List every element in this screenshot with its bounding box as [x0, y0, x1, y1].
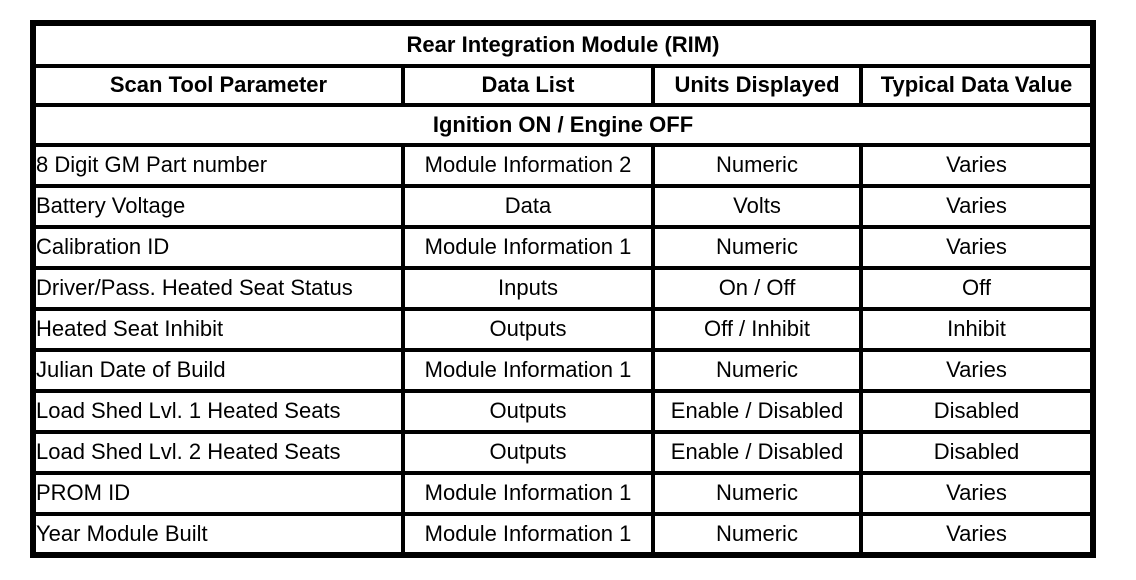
table-cell: Varies	[859, 225, 1095, 270]
table-cell: Module Information 2	[401, 143, 655, 188]
table-cell: Numeric	[651, 471, 863, 516]
table-cell: Module Information 1	[401, 471, 655, 516]
table-cell: Enable / Disabled	[651, 430, 863, 475]
table-cell: 8 Digit GM Part number	[31, 143, 405, 188]
table-header-row: Scan Tool Parameter Data List Units Disp…	[31, 64, 1095, 107]
table-cell: Numeric	[651, 348, 863, 393]
table-cell: Numeric	[651, 512, 863, 557]
column-header-scan-tool-parameter: Scan Tool Parameter	[31, 64, 405, 107]
table-cell: Inputs	[401, 266, 655, 311]
table-cell: Off	[859, 266, 1095, 311]
rim-parameter-table: Rear Integration Module (RIM) Scan Tool …	[30, 20, 1096, 558]
table-cell: Off / Inhibit	[651, 307, 863, 352]
table-cell: Outputs	[401, 430, 655, 475]
table-cell: Disabled	[859, 389, 1095, 434]
column-header-units-displayed: Units Displayed	[651, 64, 863, 107]
section-header: Ignition ON / Engine OFF	[31, 103, 1095, 147]
table-title: Rear Integration Module (RIM)	[31, 21, 1095, 68]
table-cell: Load Shed Lvl. 2 Heated Seats	[31, 430, 405, 475]
table-cell: Module Information 1	[401, 348, 655, 393]
table-cell: Varies	[859, 512, 1095, 557]
table-cell: On / Off	[651, 266, 863, 311]
table-cell: Year Module Built	[31, 512, 405, 557]
table-cell: Varies	[859, 184, 1095, 229]
table-cell: Outputs	[401, 307, 655, 352]
table-cell: Varies	[859, 471, 1095, 516]
table-cell: Module Information 1	[401, 512, 655, 557]
table-cell: Numeric	[651, 225, 863, 270]
table-cell: Module Information 1	[401, 225, 655, 270]
table-cell: Calibration ID	[31, 225, 405, 270]
table-section-row: Ignition ON / Engine OFF	[31, 103, 1095, 147]
table-cell: Varies	[859, 348, 1095, 393]
column-header-typical-data-value: Typical Data Value	[859, 64, 1095, 107]
table-title-row: Rear Integration Module (RIM)	[31, 21, 1095, 68]
table-cell: Numeric	[651, 143, 863, 188]
table-cell: Heated Seat Inhibit	[31, 307, 405, 352]
table-cell: Driver/Pass. Heated Seat Status	[31, 266, 405, 311]
table-cell: Enable / Disabled	[651, 389, 863, 434]
table-cell: Outputs	[401, 389, 655, 434]
table-cell: PROM ID	[31, 471, 405, 516]
column-header-data-list: Data List	[401, 64, 655, 107]
table-cell: Data	[401, 184, 655, 229]
table-cell: Inhibit	[859, 307, 1095, 352]
table-cell: Julian Date of Build	[31, 348, 405, 393]
table-cell: Battery Voltage	[31, 184, 405, 229]
table-cell: Volts	[651, 184, 863, 229]
table-cell: Varies	[859, 143, 1095, 188]
table-cell: Load Shed Lvl. 1 Heated Seats	[31, 389, 405, 434]
table-cell: Disabled	[859, 430, 1095, 475]
